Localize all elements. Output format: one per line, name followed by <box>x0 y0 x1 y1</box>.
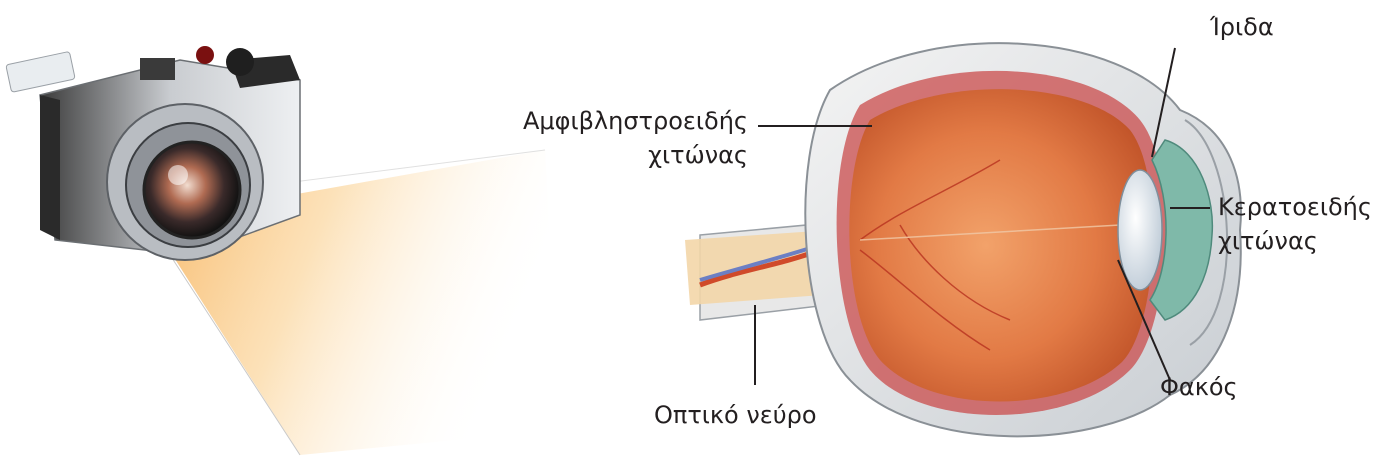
camera-illustration <box>6 46 300 260</box>
label-retina-line1: Αμφιβληστροειδής <box>470 104 748 138</box>
label-cornea-line2: χιτώνας <box>1218 224 1372 258</box>
label-lens: Φακός <box>1160 370 1238 404</box>
label-retina: Αμφιβληστροειδής χιτώνας <box>470 104 748 172</box>
label-cornea: Κερατοειδής χιτώνας <box>1218 190 1372 258</box>
label-cornea-line1: Κερατοειδής <box>1218 190 1372 224</box>
vitreous-body <box>849 89 1153 401</box>
lens <box>1118 170 1162 290</box>
label-retina-line2: χιτώνας <box>470 138 748 172</box>
eye-cross-section <box>685 43 1241 436</box>
label-optic-nerve: Οπτικό νεύρο <box>654 398 817 432</box>
label-iris: Ίριδα <box>1210 10 1274 44</box>
